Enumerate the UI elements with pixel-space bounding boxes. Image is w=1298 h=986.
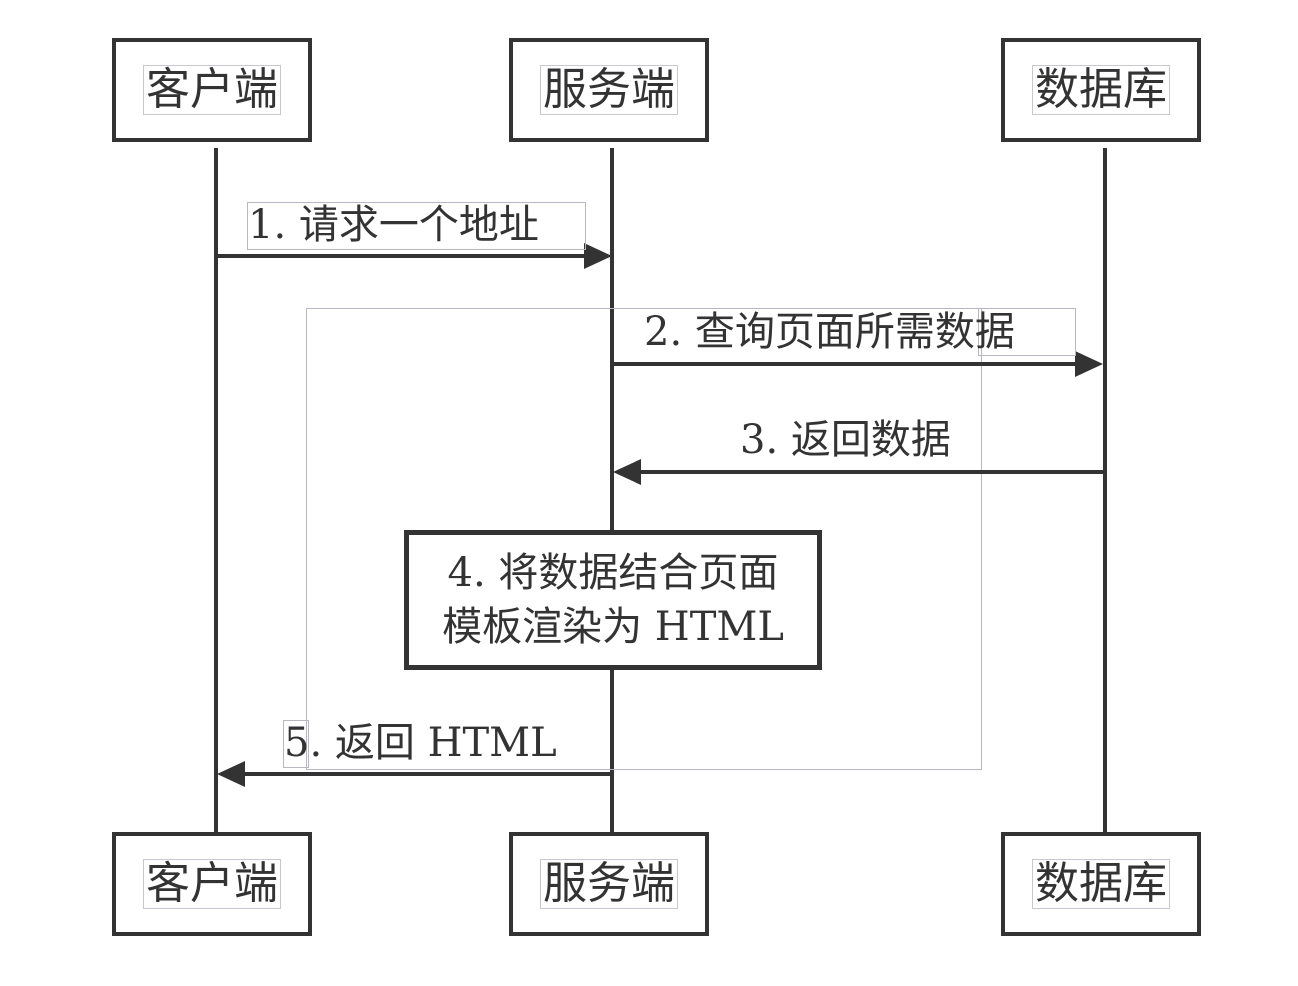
client-label-bottom: 客户端 (143, 859, 281, 909)
request-arrowhead-icon (584, 243, 612, 269)
query-label[interactable]: 2. 查询页面所需数据 (644, 309, 1015, 355)
return-data-arrow-line (640, 470, 1105, 474)
database-label-top: 数据库 (1032, 65, 1170, 115)
return-html-arrowhead-icon (217, 761, 245, 787)
database-box-top[interactable]: 数据库 (1001, 38, 1201, 142)
return-data-arrowhead-icon (613, 459, 641, 485)
database-box-bottom[interactable]: 数据库 (1001, 832, 1201, 936)
render-note[interactable]: 4. 将数据结合页面 模板渲染为 HTML (404, 530, 822, 670)
render-note-line-1: 4. 将数据结合页面 (447, 550, 779, 596)
query-arrow-line (612, 362, 1076, 366)
query-arrowhead-icon (1075, 351, 1103, 377)
server-box-bottom[interactable]: 服务端 (509, 832, 709, 936)
client-box-bottom[interactable]: 客户端 (112, 832, 312, 936)
return-html-arrow-line (244, 772, 612, 776)
render-note-line-2: 模板渲染为 HTML (442, 604, 784, 650)
server-label-top: 服务端 (540, 65, 678, 115)
server-label-bottom: 服务端 (540, 859, 678, 909)
database-lifeline (1103, 148, 1107, 836)
request-label[interactable]: 1. 请求一个地址 (248, 202, 539, 248)
request-arrow-line (216, 254, 586, 258)
return-data-label[interactable]: 3. 返回数据 (740, 417, 951, 463)
return-html-label[interactable]: 5. 返回 HTML (284, 720, 557, 766)
server-box-top[interactable]: 服务端 (509, 38, 709, 142)
client-label-top: 客户端 (143, 65, 281, 115)
server-lifeline (610, 148, 614, 836)
client-lifeline (214, 148, 218, 836)
database-label-bottom: 数据库 (1032, 859, 1170, 909)
client-box-top[interactable]: 客户端 (112, 38, 312, 142)
